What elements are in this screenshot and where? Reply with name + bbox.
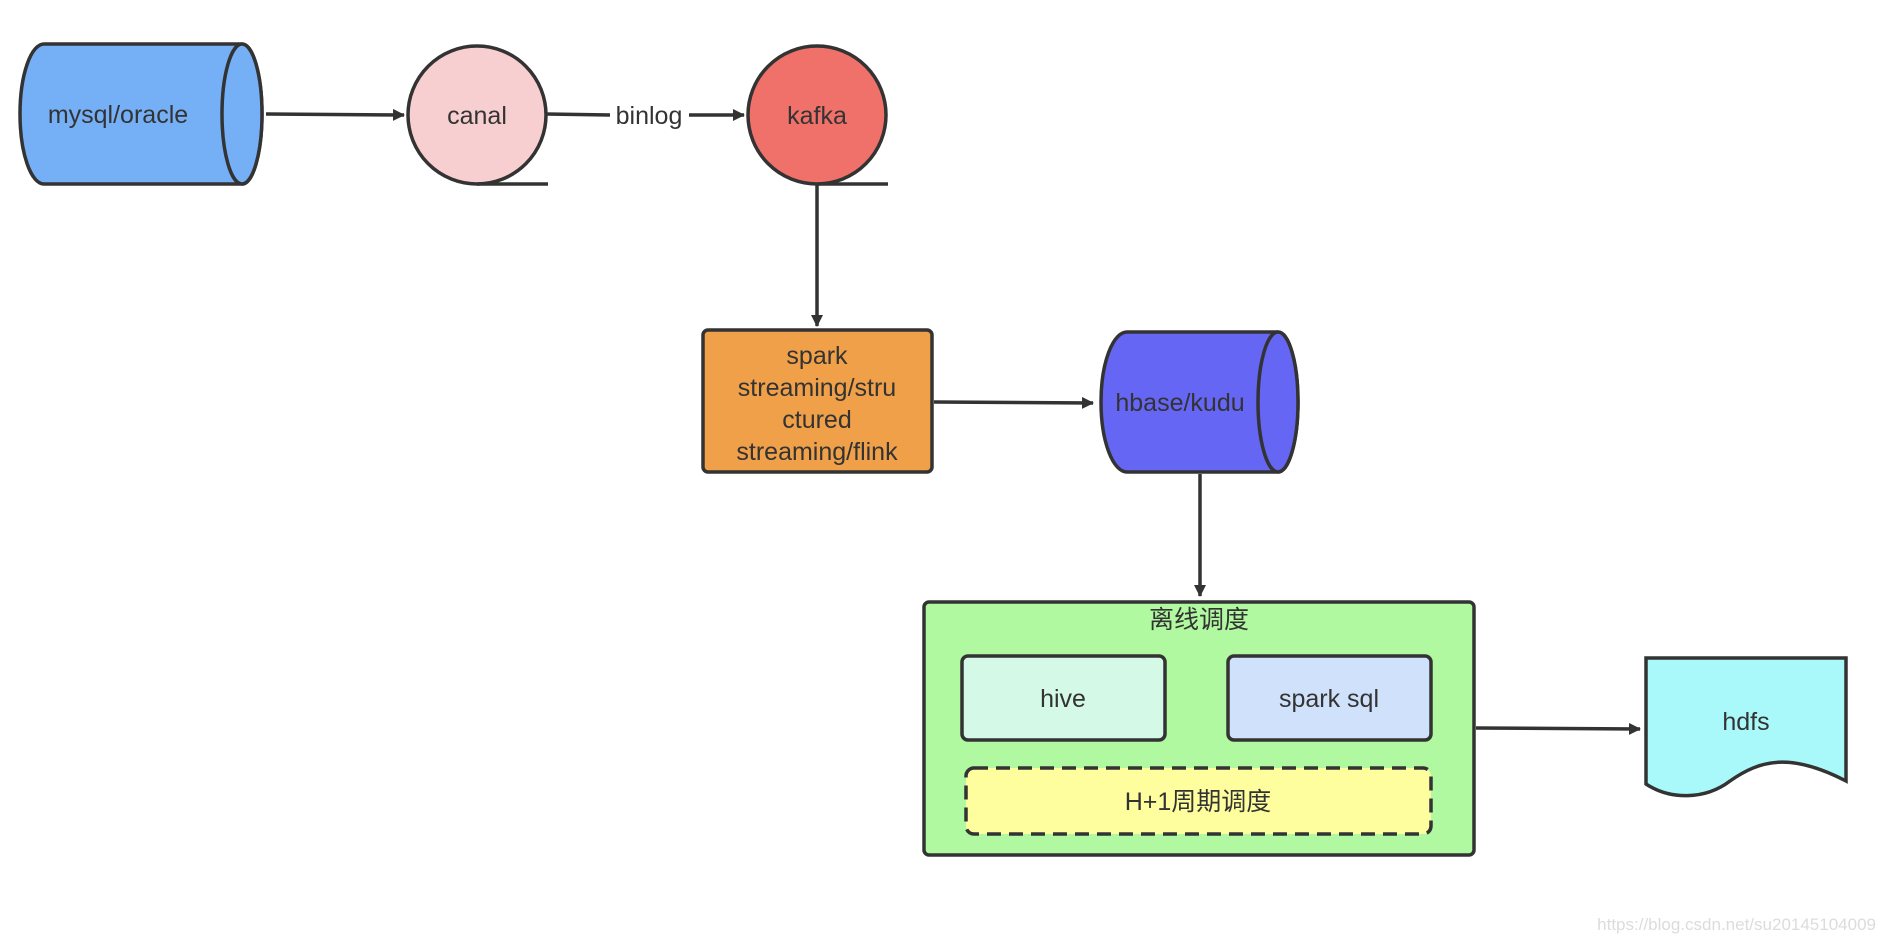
edge-canal-kafka-a <box>545 112 611 117</box>
offline-schedule-group[interactable]: 离线调度 hive spark sql H+1周期调度 <box>922 600 1476 857</box>
hdfs-label: hdfs <box>1722 708 1769 736</box>
spark-streaming-line-3: ctured <box>782 406 851 434</box>
h1-schedule-label: H+1周期调度 <box>1125 788 1272 816</box>
h1-schedule-node[interactable]: H+1周期调度 <box>964 766 1433 836</box>
spark-sql-node[interactable]: spark sql <box>1226 654 1433 742</box>
spark-streaming-line-4: streaming/flink <box>736 438 898 466</box>
canal-node[interactable]: canal <box>406 44 548 186</box>
mysql-oracle-label: mysql/oracle <box>48 101 188 129</box>
edge-spark-hbase <box>933 396 1094 409</box>
spark-streaming-node[interactable]: spark streaming/stru ctured streaming/fl… <box>701 328 934 474</box>
spark-streaming-line-2: streaming/stru <box>738 374 896 402</box>
offline-schedule-title: 离线调度 <box>1149 606 1249 634</box>
spark-streaming-line-1: spark <box>786 342 848 370</box>
hive-label: hive <box>1040 685 1086 713</box>
hdfs-shape <box>1644 656 1848 798</box>
spark-sql-label: spark sql <box>1279 685 1379 713</box>
h1-schedule-box <box>964 766 1433 836</box>
spark-streaming-box <box>701 328 934 474</box>
kafka-node[interactable]: kafka <box>746 44 888 186</box>
kafka-label: kafka <box>787 102 847 130</box>
hdfs-node[interactable]: hdfs <box>1644 656 1848 798</box>
canal-label: canal <box>447 102 507 130</box>
watermark-text: https://blog.csdn.net/su20145104009 <box>1597 915 1876 934</box>
hive-node[interactable]: hive <box>960 654 1167 742</box>
edge-mysql-canal <box>265 108 405 121</box>
binlog-label: binlog <box>616 102 683 130</box>
spark-sql-box <box>1226 654 1433 742</box>
hive-box <box>960 654 1167 742</box>
mysql-oracle-cap <box>220 42 264 186</box>
hbase-kudu-label: hbase/kudu <box>1115 389 1244 417</box>
hbase-kudu-node[interactable]: hbase/kudu <box>1099 330 1300 474</box>
hbase-kudu-cap <box>1256 330 1300 474</box>
edge-offline-hdfs <box>1475 722 1641 735</box>
mysql-oracle-node[interactable]: mysql/oracle <box>18 42 264 186</box>
